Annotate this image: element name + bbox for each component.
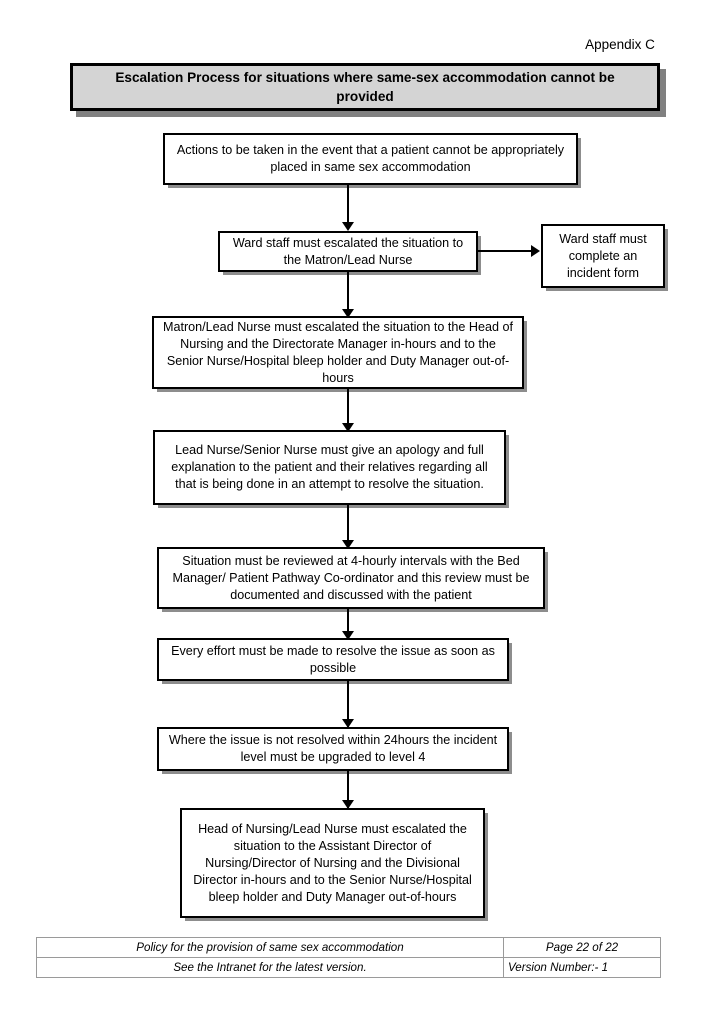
connector-n3-n4: [347, 389, 349, 429]
connector-n6-n7: [347, 681, 349, 728]
flow-node-label: Head of Nursing/Lead Nurse must escalate…: [193, 821, 472, 904]
flow-node-head-of-nursing-escalate: Head of Nursing/Lead Nurse must escalate…: [180, 808, 485, 918]
arrow-head-n6-n7: [342, 719, 354, 728]
flow-node-label: Matron/Lead Nurse must escalated the sit…: [162, 319, 514, 385]
arrow-head-n2-n3: [342, 309, 354, 318]
flow-node-24hours-level4: Where the issue is not resolved within 2…: [157, 727, 509, 771]
document-title-banner: Escalation Process for situations where …: [70, 63, 660, 111]
arrow-head-n2-n2b: [531, 245, 540, 257]
flow-node-matron-escalate: Matron/Lead Nurse must escalated the sit…: [152, 316, 524, 389]
flow-node-label: Actions to be taken in the event that a …: [176, 143, 565, 174]
arrow-head-n4-n5: [342, 540, 354, 549]
flow-node-every-effort: Every effort must be made to resolve the…: [157, 638, 509, 681]
flow-node-incident-form: Ward staff must complete an incident for…: [541, 224, 665, 288]
flow-node-label: Every effort must be made to resolve the…: [171, 643, 495, 675]
arrow-head-n7-n8: [342, 800, 354, 809]
connector-n5-n6: [347, 609, 349, 640]
connector-n7-n8: [347, 771, 349, 809]
flow-node-ward-staff-escalate: Ward staff must escalated the situation …: [218, 231, 478, 272]
arrow-head-n5-n6: [342, 631, 354, 640]
flow-node-label: Situation must be reviewed at 4-hourly i…: [172, 553, 530, 602]
footer-policy-text: Policy for the provision of same sex acc…: [36, 937, 504, 958]
flow-node-label: Lead Nurse/Senior Nurse must give an apo…: [171, 443, 488, 491]
flow-node-label: Ward staff must complete an incident for…: [559, 231, 647, 280]
footer-version-number: Version Number:- 1: [503, 957, 661, 978]
connector-n2-n3: [347, 272, 349, 312]
flow-node-label: Ward staff must escalated the situation …: [232, 235, 464, 267]
footer-intranet-note: See the Intranet for the latest version.: [36, 957, 504, 978]
page-title: Escalation Process for situations where …: [115, 70, 615, 104]
arrow-head-n1-n2: [342, 222, 354, 231]
connector-n1-n2: [347, 185, 349, 224]
flow-node-label: Where the issue is not resolved within 2…: [168, 733, 498, 764]
appendix-label: Appendix C: [585, 37, 655, 52]
connector-n4-n5: [347, 505, 349, 550]
flow-node-actions-to-be-taken: Actions to be taken in the event that a …: [163, 133, 578, 185]
flow-node-apology-explanation: Lead Nurse/Senior Nurse must give an apo…: [153, 430, 506, 505]
footer-row: Policy for the provision of same sex acc…: [36, 937, 661, 958]
document-footer-table: Policy for the provision of same sex acc…: [36, 937, 661, 978]
footer-row: See the Intranet for the latest version.…: [36, 957, 661, 978]
arrow-head-n3-n4: [342, 423, 354, 432]
flow-node-four-hourly-review: Situation must be reviewed at 4-hourly i…: [157, 547, 545, 609]
footer-page-number: Page 22 of 22: [503, 937, 661, 958]
connector-n2-n2b: [478, 250, 533, 252]
